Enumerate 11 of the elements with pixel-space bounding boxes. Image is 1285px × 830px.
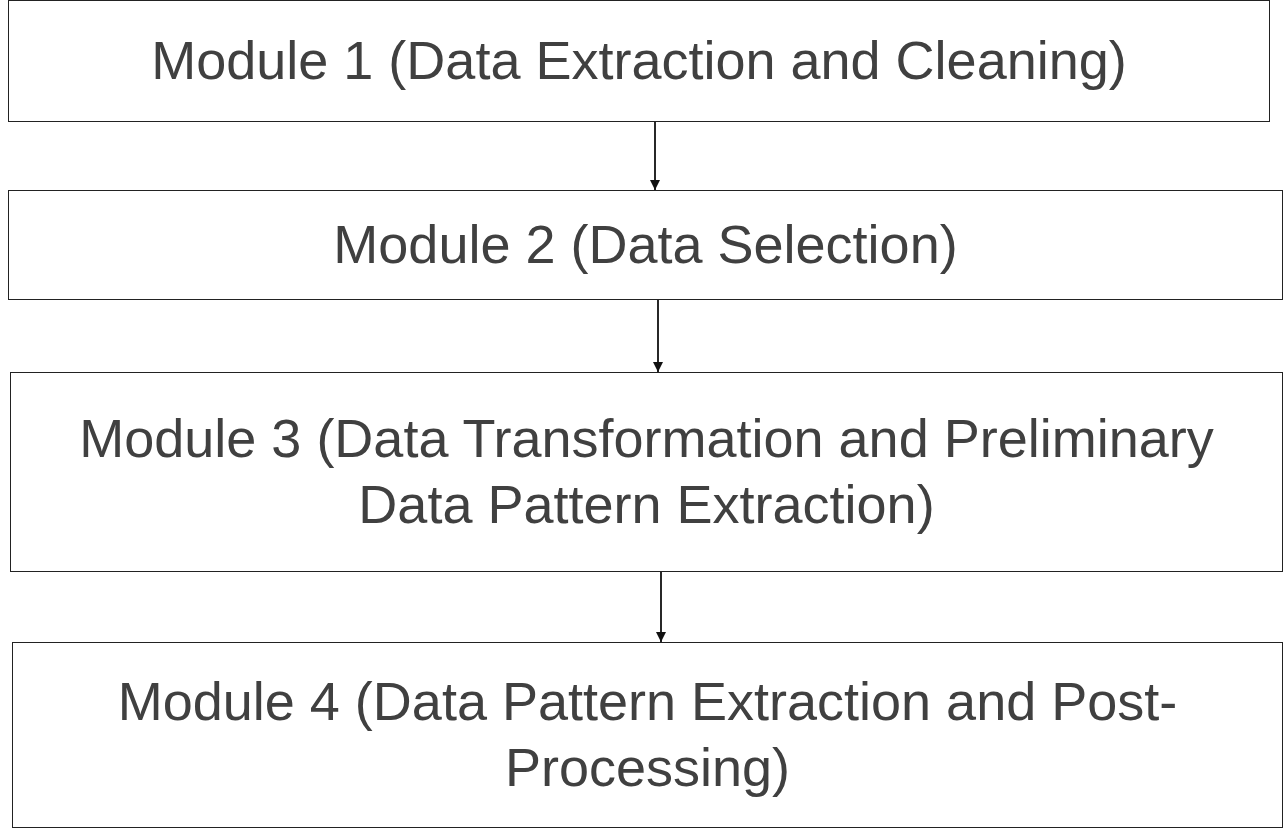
process-box (8, 0, 1270, 122)
arrow (650, 121, 660, 191)
module-label: Module 1 (Data Extraction and Cleaning) (151, 29, 1127, 93)
module-label: Module 4 (Data Pattern Extraction and Post-Processing) (116, 670, 1179, 799)
process-box (8, 190, 1283, 300)
process-box (12, 642, 1283, 828)
arrow (656, 571, 666, 643)
arrow (653, 299, 663, 373)
module-label: Module 3 (Data Transformation and Preliminary Data Pattern Extraction) (78, 407, 1215, 536)
process-box (10, 372, 1283, 572)
module-label: Module 2 (Data Selection) (333, 213, 958, 277)
